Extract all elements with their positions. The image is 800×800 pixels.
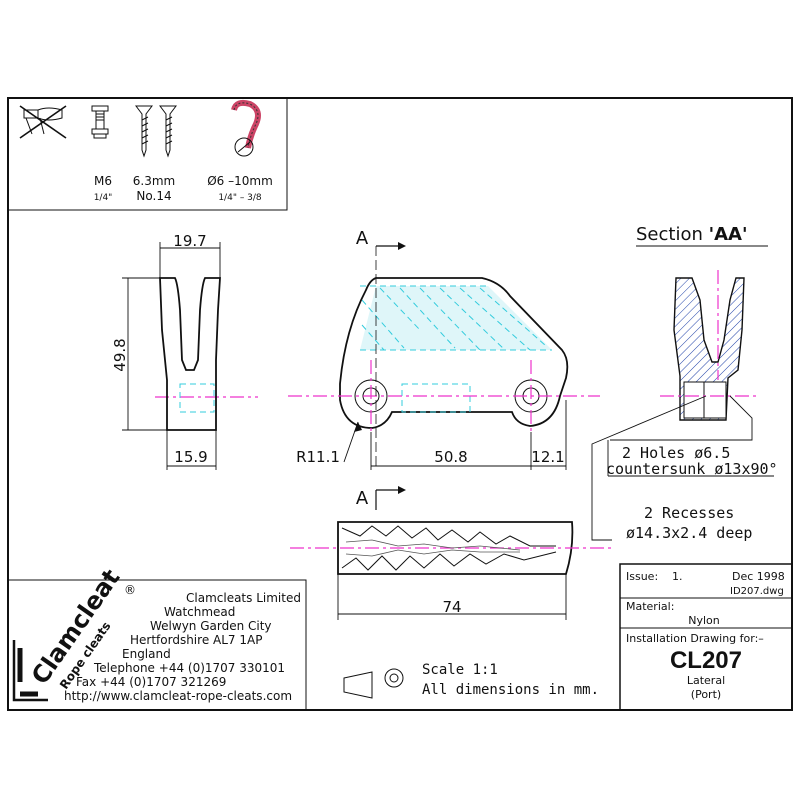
- model-desc1: Lateral: [687, 674, 725, 687]
- scale-block: Scale 1:1 All dimensions in mm.: [343, 662, 599, 699]
- recess-note-line1: 2 Recesses: [644, 504, 734, 522]
- fastener-panel: M6 1/4" 6.3mm No.14 Ø6 –10mm 1/4" – 3/8: [8, 98, 288, 211]
- section-marker-bottom: A: [356, 488, 369, 509]
- dim-width-base: 15.9: [174, 448, 207, 466]
- screw-gauge-label: No.14: [136, 189, 171, 203]
- recess-note-line2: ø14.3x2.4 deep: [626, 524, 752, 542]
- dim-hole-spacing: 50.8: [434, 448, 467, 466]
- bolt-imperial-label: 1/4": [94, 193, 113, 203]
- holes-note-line2: countersunk ø13x90°: [606, 460, 778, 478]
- title-block: Issue: 1. Dec 1998 ID207.dwg Material: N…: [619, 563, 793, 711]
- notes: 2 Holes ø6.5 countersunk ø13x90° 2 Reces…: [591, 395, 778, 542]
- model-number: CL207: [670, 647, 742, 674]
- company-block: Clamcleat ® Rope cleats Clamcleats Limit…: [8, 564, 307, 710]
- bolt-size-label: M6: [94, 174, 112, 188]
- issue-label: Issue:: [626, 570, 658, 583]
- company-country: England: [122, 647, 171, 661]
- material-label: Material:: [626, 600, 674, 613]
- holes-note-line1: 2 Holes ø6.5: [622, 444, 730, 462]
- crossed-screw-icon: [19, 105, 67, 139]
- bolt-icon: [91, 105, 109, 139]
- circle-view-icon: [384, 668, 404, 688]
- dim-height: 49.8: [111, 338, 129, 371]
- dim-width-top: 19.7: [173, 232, 206, 250]
- screw-size-label: 6.3mm: [133, 174, 175, 188]
- company-fax: Fax +44 (0)1707 321269: [76, 675, 226, 689]
- section-view: Section 'AA': [636, 224, 768, 421]
- material-value: Nylon: [688, 614, 720, 627]
- company-name: Clamcleats Limited: [186, 591, 301, 605]
- screw-icon: [135, 105, 177, 158]
- units-text: All dimensions in mm.: [422, 682, 599, 698]
- company-phone: Telephone +44 (0)1707 330101: [93, 661, 285, 675]
- rope-icon: [231, 99, 261, 157]
- rope-imperial-label: 1/4" – 3/8: [218, 193, 262, 203]
- section-title: Section 'AA': [636, 224, 748, 245]
- rope-diameter-label: Ø6 –10mm: [207, 174, 273, 188]
- model-desc2: (Port): [691, 688, 721, 701]
- company-website[interactable]: http://www.clamcleat-rope-cleats.com: [64, 689, 292, 703]
- drawing-file: ID207.dwg: [730, 586, 784, 597]
- drawing-border: [7, 97, 793, 711]
- issue-value: 1.: [672, 570, 683, 583]
- issue-date: Dec 1998: [732, 570, 785, 583]
- company-address3: Hertfordshire AL7 1AP: [130, 633, 262, 647]
- company-address2: Welwyn Garden City: [150, 619, 272, 633]
- company-address1: Watchmead: [164, 605, 235, 619]
- side-view: A R11.1 50.8 12.1: [288, 228, 600, 470]
- scale-text: Scale 1:1: [422, 662, 498, 678]
- cone-icon: [343, 671, 373, 699]
- top-view: A 74: [290, 486, 612, 620]
- dim-radius: R11.1: [296, 448, 340, 466]
- logo-registered: ®: [124, 583, 136, 597]
- end-view: 19.7 49.8 15.9: [111, 232, 258, 470]
- section-marker-top: A: [356, 228, 369, 249]
- dim-length: 74: [442, 598, 461, 616]
- dim-edge-offset: 12.1: [531, 448, 564, 466]
- install-label: Installation Drawing for:–: [626, 632, 764, 645]
